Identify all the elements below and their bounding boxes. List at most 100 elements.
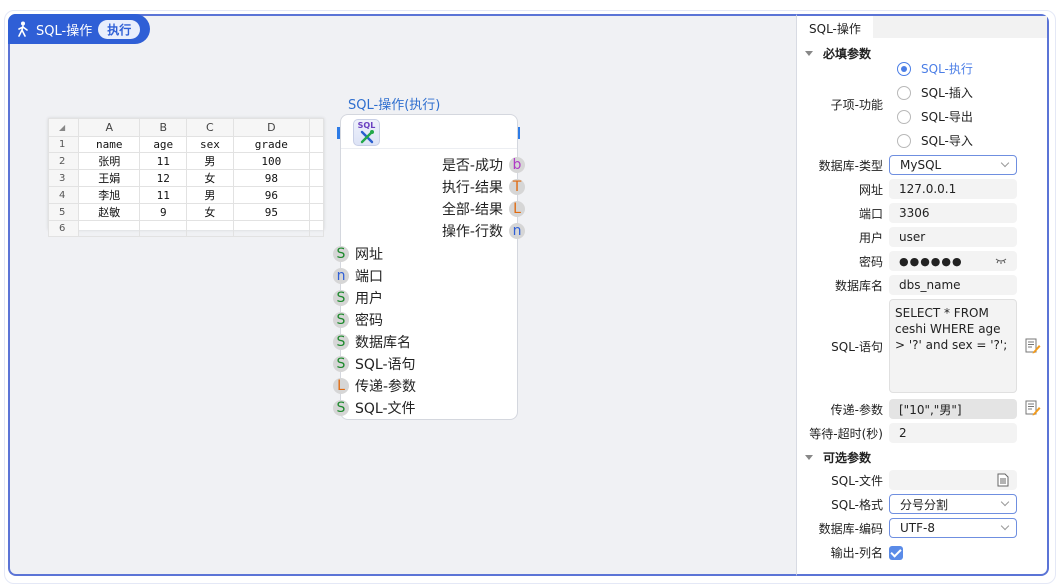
select-value: 分号分割 [900,497,949,512]
port-label: 是否-成功 [441,158,503,174]
boolean-port-icon[interactable]: b [509,157,525,173]
radio-selected-icon[interactable] [897,61,911,76]
cell: 女 [186,169,234,187]
field-label: 传递-参数 [830,402,883,417]
chevron-down-icon [1000,158,1010,168]
cell: 男 [186,152,234,170]
required-section-toggle[interactable]: 必填参数 [797,42,871,64]
input-port-params[interactable]: L 传递-参数 [333,376,416,396]
radio-label: SQL-导入 [921,134,973,148]
run-mode-badge[interactable]: 执行 [98,19,141,39]
input-port-user[interactable]: S 用户 [333,288,383,308]
file-icon[interactable] [997,473,1009,487]
sql-format-field: SQL-格式 分号分割 [797,494,1047,514]
section-title: 可选参数 [823,450,872,465]
sql-icon-text: SQL [357,120,376,130]
password-input[interactable]: ●●●●●● [889,251,1017,271]
radio-icon[interactable] [897,133,911,148]
input-port-password[interactable]: S 密码 [333,310,383,330]
string-port-icon[interactable]: S [333,356,349,372]
string-port-icon[interactable]: S [333,246,349,262]
tab-sql-operation[interactable]: SQL-操作 [797,16,873,38]
port-label: 用户 [355,291,383,307]
row-number: 3 [48,169,79,187]
cell: 赵敏 [77,203,141,221]
function-field: 子项-功能 [797,96,1047,113]
user-input[interactable]: user [889,227,1017,247]
port-label: 网址 [355,247,383,263]
cell: age [139,136,188,153]
output-columns-checkbox[interactable] [889,545,903,560]
port-input[interactable]: 3306 [889,203,1017,223]
input-port-db-name[interactable]: S 数据库名 [333,332,411,352]
node-output-handle[interactable] [517,127,520,139]
password-field: 密码 ●●●●●● [797,251,1047,271]
string-port-icon[interactable]: S [333,400,349,416]
table-port-icon[interactable]: T [509,179,525,195]
eye-closed-icon[interactable] [995,257,1007,264]
db-name-input[interactable]: dbs_name [889,275,1017,295]
chevron-down-icon [1000,497,1010,507]
table-row: 3 王娟 12 女 98 [48,169,324,187]
node-input-handle[interactable] [337,127,340,139]
cell: 9 [139,203,188,221]
output-port-success[interactable]: 是否-成功 b [442,155,525,175]
sql-format-select[interactable]: 分号分割 [889,494,1017,514]
password-mask: ●●●●●● [899,254,963,268]
string-port-icon[interactable]: S [333,312,349,328]
edit-params-icon[interactable] [1025,400,1041,416]
node-header-pill[interactable]: SQL-操作 执行 [8,14,151,44]
sql-operation-node[interactable]: SQL 是否-成功 b 执行-结果 T 全部-结果 L 操作-行数 n S 网址… [333,114,525,420]
wrench-screwdriver-icon [360,129,374,143]
cell: name [77,136,141,153]
list-port-icon[interactable]: L [509,201,525,217]
input-port-sql[interactable]: S SQL-语句 [333,354,416,374]
sql-file-input[interactable] [889,470,1017,490]
row-number: 2 [48,152,79,170]
cell: 男 [186,186,234,204]
timeout-input[interactable]: 2 [889,423,1017,443]
number-port-icon[interactable]: n [509,223,525,239]
url-field: 网址 127.0.0.1 [797,179,1047,199]
input-port-port[interactable]: n 端口 [333,266,383,286]
params-input[interactable]: ["10","男"] [889,399,1017,419]
db-type-select[interactable]: MySQL [889,155,1017,175]
db-name-field: 数据库名 dbs_name [797,275,1047,295]
sql-textarea[interactable]: SELECT * FROM ceshi WHERE age > '?' and … [889,299,1017,393]
radio-sql-execute[interactable]: SQL-执行 [897,60,973,77]
row-number: 6 [48,220,79,237]
string-port-icon[interactable]: S [333,334,349,350]
port-label: 全部-结果 [441,202,503,218]
column-header: A [77,118,141,137]
output-port-row-count[interactable]: 操作-行数 n [442,221,525,241]
cell [309,203,324,221]
radio-sql-import[interactable]: SQL-导入 [897,132,973,149]
radio-sql-insert[interactable]: SQL-插入 [897,84,973,101]
edit-sql-icon[interactable] [1025,338,1041,354]
radio-icon[interactable] [897,85,911,100]
encoding-field: 数据库-编码 UTF-8 [797,518,1047,538]
number-port-icon[interactable]: n [333,268,349,284]
optional-section-toggle[interactable]: 可选参数 [797,446,871,468]
cell: sex [186,136,234,153]
field-label: SQL-格式 [831,497,883,512]
list-port-icon[interactable]: L [333,378,349,394]
input-port-url[interactable]: S 网址 [333,244,383,264]
string-port-icon[interactable]: S [333,290,349,306]
sql-tool-icon: SQL [353,119,380,146]
collapse-triangle-icon [805,454,813,460]
encoding-select[interactable]: UTF-8 [889,518,1017,538]
url-input[interactable]: 127.0.0.1 [889,179,1017,199]
output-port-result[interactable]: 执行-结果 T [442,177,525,197]
cell: 96 [232,186,311,204]
panel-tab-bar: SQL-操作 [797,16,1047,38]
input-port-sql-file[interactable]: S SQL-文件 [333,398,416,418]
output-port-all-results[interactable]: 全部-结果 L [442,199,525,219]
select-value: UTF-8 [900,521,935,535]
sql-field: SQL-语句 SELECT * FROM ceshi WHERE age > '… [797,299,1047,393]
radio-sql-export[interactable]: SQL-导出 [897,108,973,125]
cell [309,169,324,187]
section-title: 必填参数 [823,46,872,61]
cell: 100 [232,152,311,170]
radio-icon[interactable] [897,109,911,124]
